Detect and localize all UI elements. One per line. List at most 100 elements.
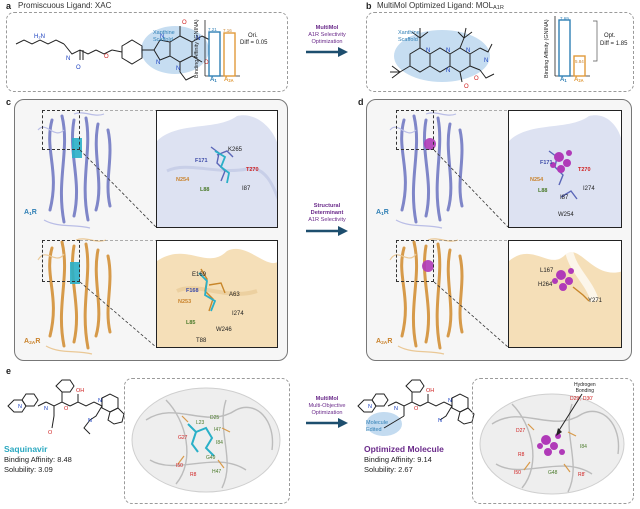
arrow-cd-line3: A1R Selectivity — [308, 216, 346, 223]
panel-e-left-res-g27: G27 — [178, 435, 188, 441]
panel-d-res-i87: I87 — [560, 195, 569, 201]
panel-c-res-n253: N253 — [178, 299, 192, 305]
panel-c-bot-surface — [157, 249, 277, 347]
svg-text:N: N — [18, 404, 22, 410]
arrow-ab-line2: A1R Selectivity — [308, 31, 346, 38]
panel-e-right-complex — [479, 393, 625, 495]
panel-d-top-zoom-box — [396, 110, 434, 150]
svg-text:N: N — [66, 56, 70, 62]
panel-d-res-w254: W254 — [558, 212, 574, 218]
panel-a-bar2-value: 7.16 — [223, 28, 232, 33]
panel-a-x2: A2A — [224, 77, 234, 83]
panel-e-right-res-r8: R8 — [518, 452, 525, 458]
panel-d-res-i274: I274 — [583, 186, 595, 192]
arrow-cd-line2: Determinant — [310, 209, 344, 216]
panel-b-bar2-value: 5.84 — [575, 59, 584, 64]
panel-a-bar-chart — [204, 20, 240, 77]
panel-b-box — [366, 12, 634, 92]
svg-text:N: N — [176, 66, 180, 72]
svg-text:OH: OH — [76, 388, 84, 394]
panel-e-right-complex-box — [472, 378, 634, 504]
panel-a-ylabel: Binding Affinity (GNINA) — [194, 19, 200, 78]
panel-a-bar1-value: 7.21 — [208, 27, 217, 32]
svg-text:N: N — [156, 60, 160, 66]
svg-text:N: N — [446, 48, 450, 54]
panel-a-title: Promiscuous Ligand: XAC — [18, 1, 112, 10]
panel-e-left-res-i50: I50 — [176, 463, 183, 469]
arrow-ab-line1: MultiMol — [315, 25, 339, 31]
svg-text:O: O — [48, 430, 53, 436]
svg-text:O: O — [204, 60, 209, 66]
panel-b-ylabel: Binding Affinity (GNINA) — [544, 19, 550, 78]
svg-text:N: N — [394, 406, 398, 412]
panel-d-res-y271: Y271 — [588, 298, 603, 304]
panel-e-left-res-g49: G49 — [206, 455, 216, 461]
svg-text:N: N — [160, 34, 164, 40]
panel-e-left-res-l23: L23 — [196, 420, 205, 426]
panel-d-res-f171: F171 — [540, 160, 553, 166]
panel-d-res-t270: T270 — [578, 167, 591, 173]
panel-e-right-res-d27: D27 — [516, 428, 526, 434]
svg-text:N: N — [88, 418, 92, 424]
panel-d-bot-connector — [434, 240, 509, 348]
panel-a-bar-a2a — [223, 32, 236, 77]
xac-molecule: H₂N N O O N N O O N N — [15, 20, 219, 81]
panel-c-res-l85: L85 — [186, 320, 196, 326]
panel-c-top-surface — [157, 115, 277, 227]
panel-b-scaffold-label: Xanthine Scaffold — [398, 30, 420, 43]
arrow-ab-line3: Optimization — [311, 38, 343, 45]
svg-text:H₂N: H₂N — [34, 34, 45, 40]
svg-text:O: O — [464, 84, 469, 90]
panel-e-left-res-i47: I47 — [214, 427, 221, 433]
panel-c-res-i87: I87 — [242, 186, 251, 192]
panel-a-scaffold-label: Xanthine Scaffold — [153, 30, 175, 43]
panel-c-top-connector — [80, 110, 157, 228]
svg-text:N: N — [446, 68, 450, 74]
svg-text:O: O — [104, 54, 109, 60]
svg-text:O: O — [76, 65, 81, 71]
svg-text:OH: OH — [426, 388, 434, 394]
panel-c-bot-connector — [80, 240, 157, 348]
panel-b-bar-a2a — [573, 55, 586, 77]
svg-text:N: N — [484, 58, 488, 64]
arrow-ab — [306, 47, 348, 57]
panel-c-res-n254: N254 — [176, 177, 190, 183]
panel-e-right-res-g48: G48 — [548, 470, 558, 476]
panel-e-name1: Saquinavir — [4, 444, 48, 454]
arrow-e-line1: MultiMol — [315, 396, 339, 402]
panel-e-sol1: Solubility: 3.09 — [4, 465, 53, 474]
panel-d-a1r-protein — [389, 112, 464, 229]
panel-e-left-res-r8: R8 — [190, 472, 197, 478]
panel-a-x1: A1 — [210, 77, 217, 83]
svg-text:N: N — [98, 398, 102, 404]
arrow-e-label: MultiMol Multi-Objective Optimization — [292, 396, 362, 417]
panel-d-res-n254: N254 — [530, 177, 544, 183]
panel-b-bar-a1 — [558, 19, 571, 77]
panel-c-res-l88: L88 — [200, 187, 210, 193]
panel-d-top-detail — [508, 110, 622, 228]
panel-e-aff1: Binding Affinity: 8.48 — [4, 455, 72, 464]
svg-text:N: N — [368, 404, 372, 410]
panel-e-left-complex-box — [124, 378, 290, 504]
panel-b-ann1: Opt. — [604, 33, 616, 39]
panel-e-hbond-label: Hydrogen Bonding — [574, 382, 596, 394]
panel-c-res-f168: F168 — [186, 288, 199, 294]
panel-e-right-res-i84: I84 — [580, 444, 587, 450]
panel-c-res-k265: K265 — [228, 147, 243, 153]
panel-e-edited-label: Molecule Edited — [366, 420, 389, 433]
saquinavir-molecule: N N O OH N O N — [7, 379, 125, 436]
panel-c-res-i274: I274 — [232, 311, 244, 317]
panel-d-label: d — [358, 97, 364, 107]
panel-a-ann1: Ori. — [248, 33, 258, 39]
panel-b-title: MultiMol Optimized Ligand: MOLA1R — [377, 1, 504, 11]
panel-a-ann2: Diff = 0.05 — [240, 40, 268, 46]
panel-c-top-detail — [156, 110, 278, 228]
panel-a-label: a — [6, 1, 12, 11]
panel-d-bot-surface — [509, 249, 621, 347]
panel-c-res-e169: E169 — [192, 272, 207, 278]
panel-c-res-t270: T270 — [246, 167, 259, 173]
panel-d-res-l88: L88 — [538, 188, 548, 194]
panel-b-diff-bracket — [593, 20, 598, 62]
arrow-e-line2: Multi-Objective — [308, 402, 346, 409]
svg-text:N: N — [426, 48, 430, 54]
